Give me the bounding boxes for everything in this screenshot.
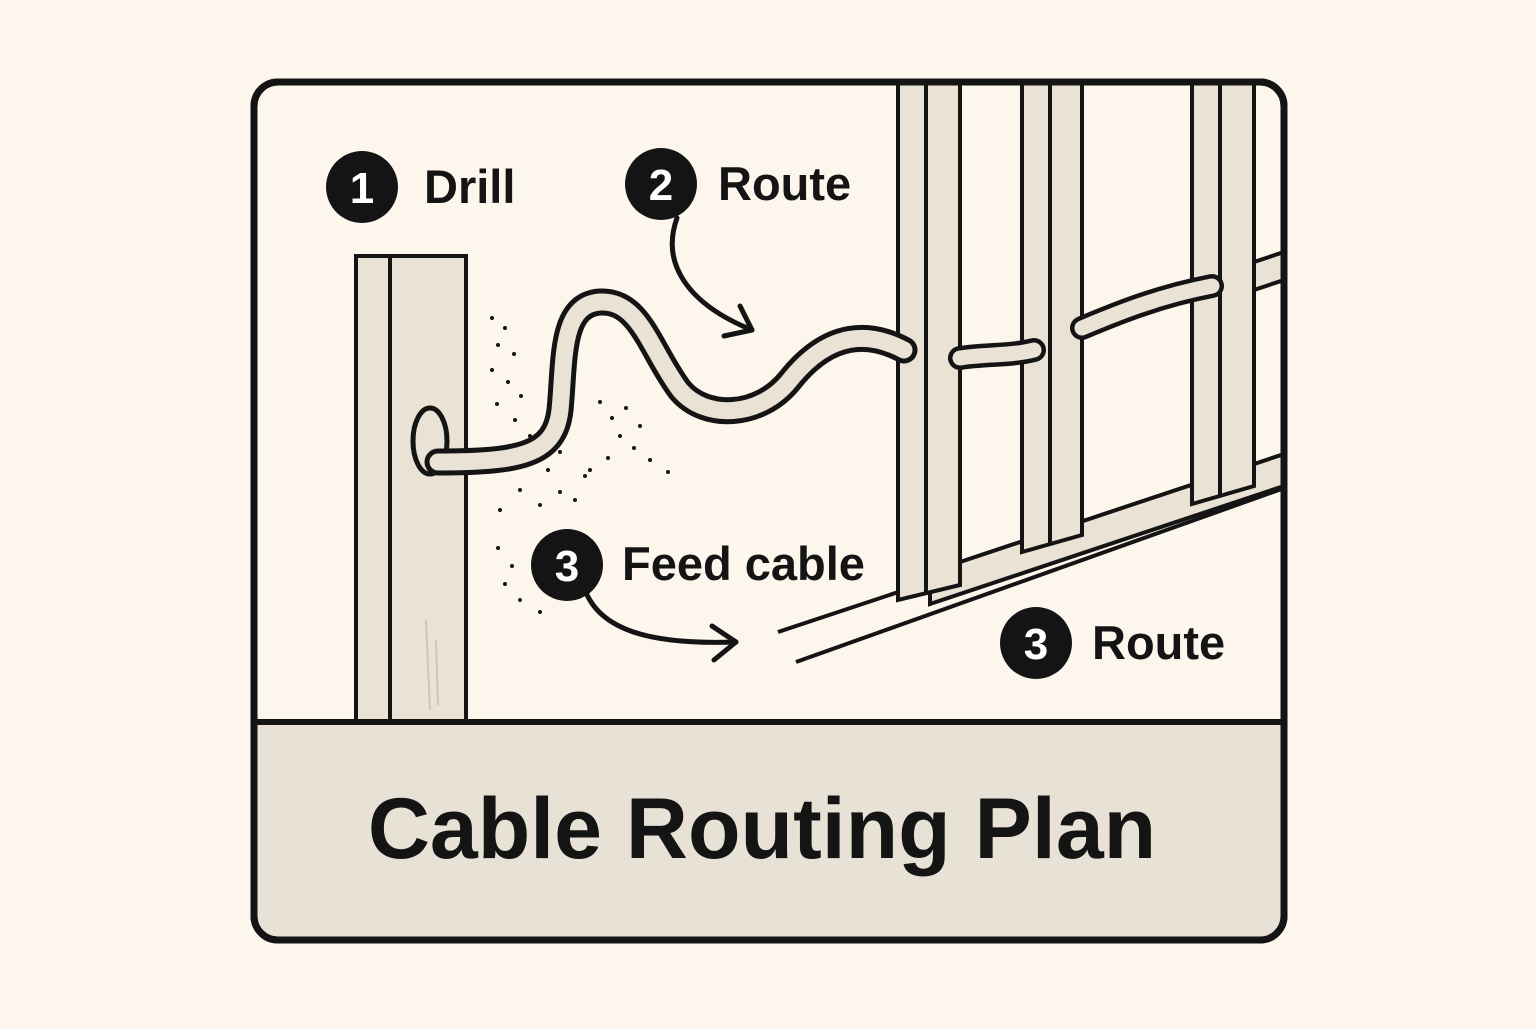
step-3-feed-number: 3 [555,542,579,591]
step-1-number: 1 [350,164,374,213]
cable [424,288,918,476]
feed-cable-arrow [582,587,739,663]
step-1: 1 Drill [326,151,515,223]
left-stud [354,254,468,722]
step-3-route: 3 Route [1000,607,1225,679]
step-3-feed-label: Feed cable [622,537,865,590]
step-3-feed: 3 Feed cable [531,529,865,601]
diagram-title: Cable Routing Plan [368,781,1156,877]
illustration-area [354,82,1284,722]
step-2-label: Route [718,157,851,210]
step-2-badge [625,148,697,220]
front-stud [896,82,962,603]
cable-through-studs [948,274,1224,370]
route-arrow [669,215,755,339]
middle-stud [1020,82,1084,555]
step-3-feed-badge [531,529,603,601]
step-3-route-number: 3 [1024,620,1048,669]
step-1-badge [326,151,398,223]
title-band [257,722,1281,937]
step-3-route-label: Route [1092,616,1225,669]
step-2: 2 Route [625,148,851,220]
sawdust-particles [490,316,670,614]
frame-outline [250,78,1288,944]
step-1-label: Drill [424,160,515,213]
step-3-route-badge [1000,607,1072,679]
step-2-number: 2 [649,161,673,210]
